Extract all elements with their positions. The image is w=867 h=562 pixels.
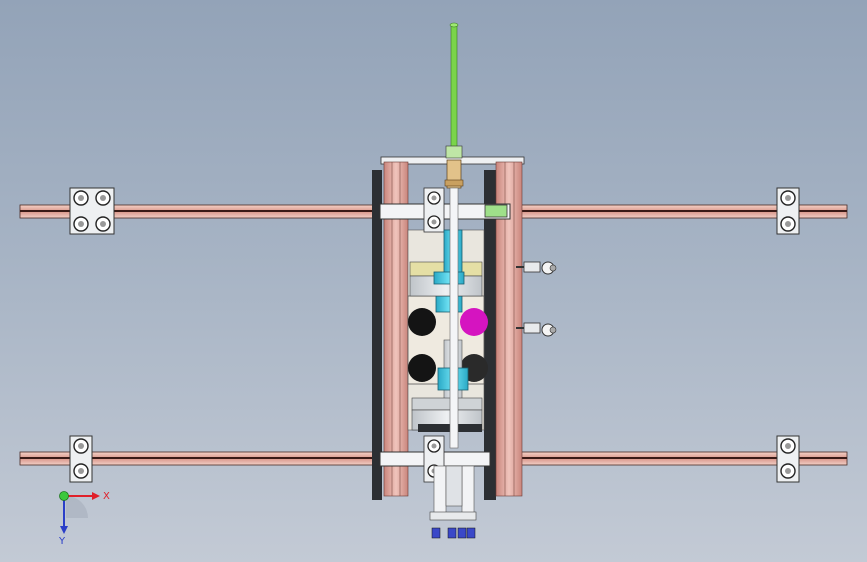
y-axis-label: Y (58, 536, 66, 547)
x-axis-label: X (103, 491, 110, 502)
roller-block-bottom-right[interactable] (776, 435, 800, 483)
triad-quadrant (66, 496, 88, 518)
origin-icon (59, 491, 69, 501)
y-arrowhead-icon (60, 526, 68, 534)
roller-block-bottom-left[interactable] (69, 435, 93, 483)
pneumatic-fitting-upper[interactable] (516, 261, 557, 275)
pneumatic-fitting-lower[interactable] (516, 322, 557, 337)
x-arrowhead-icon (92, 492, 100, 500)
carriage-roller-top (423, 187, 445, 233)
vertical-shaft[interactable] (444, 22, 464, 449)
orientation-triad[interactable]: X Y (44, 484, 114, 548)
bottom-cylinders[interactable] (429, 465, 477, 539)
roller-block-top-right[interactable] (776, 187, 800, 235)
roller-block-top-left[interactable] (69, 187, 115, 235)
